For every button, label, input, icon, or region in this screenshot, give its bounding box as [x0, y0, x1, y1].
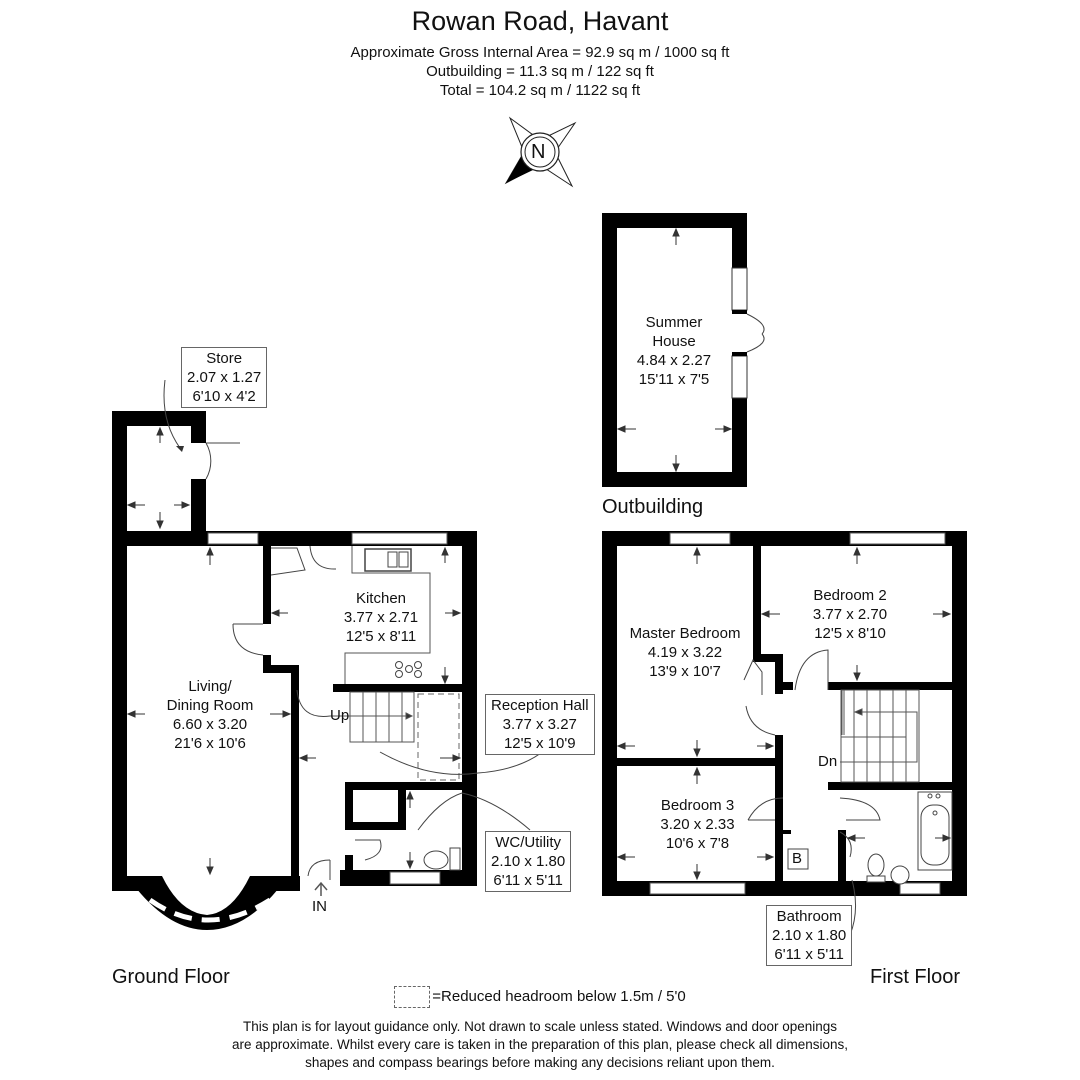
kitchen-worktop — [344, 546, 431, 684]
disclaimer-line: are approximate. Whilst every care is ta… — [231, 1037, 849, 1052]
outbuilding-walls — [602, 213, 765, 487]
disclaimer: This plan is for layout guidance only. N… — [0, 1018, 1080, 1072]
ground-floor-windows — [207, 532, 448, 885]
boiler-box — [787, 848, 809, 870]
bath-icon — [917, 791, 953, 871]
legend: =Reduced headroom below 1.5m / 5'0 — [0, 986, 1080, 1008]
plan-title: Rowan Road, Havant — [411, 6, 669, 36]
toilet-icon-first — [866, 853, 886, 883]
first-floor-label: First Floor — [870, 966, 960, 988]
front-door — [307, 859, 331, 877]
bay-window — [127, 876, 288, 930]
toilet-icon — [423, 850, 449, 870]
first-floor-stairs — [840, 689, 920, 783]
sink-icon — [364, 548, 412, 572]
reduced-headroom-area — [417, 693, 460, 781]
room-label-living-dining: Living/ Dining Room 6.60 x 3.20 21'6 x 1… — [166, 678, 254, 752]
boiler-label: B — [792, 850, 803, 867]
legend-text: =Reduced headroom below 1.5m / 5'0 — [432, 987, 686, 1005]
disclaimer-line: shapes and compass bearings before makin… — [305, 1055, 775, 1070]
outbuilding-dimension-arrows — [616, 227, 733, 473]
ground-dimension-arrows — [126, 426, 462, 876]
first-floor-doors — [743, 649, 881, 858]
room-label-master-bedroom: Master Bedroom 4.19 x 3.22 13'9 x 10'7 — [629, 625, 741, 680]
compass-icon — [504, 116, 577, 188]
stairs-down-label: Dn — [818, 753, 838, 770]
room-label-kitchen: Kitchen 3.77 x 2.71 12'5 x 8'11 — [343, 590, 419, 645]
basin-icon — [890, 865, 910, 885]
store-door — [205, 442, 212, 480]
outbuilding-label: Outbuilding — [602, 496, 704, 518]
room-label-reception-hall: Reception Hall 3.77 x 3.27 12'5 x 10'9 — [485, 694, 595, 755]
stairs-up-label: Up — [330, 707, 350, 724]
ground-floor-walls — [112, 411, 477, 891]
first-dimension-arrows — [616, 546, 952, 881]
reduced-headroom-swatch — [394, 986, 431, 1008]
total-area: Total = 104.2 sq m / 1122 sq ft — [439, 82, 641, 99]
ground-stairs — [330, 691, 415, 743]
entrance-label: IN — [312, 898, 327, 915]
compass-north-label: N — [531, 141, 546, 163]
disclaimer-line: This plan is for layout guidance only. N… — [242, 1019, 838, 1034]
hob-icon — [395, 661, 422, 678]
room-label-store: Store 2.07 x 1.27 6'10 x 4'2 — [181, 347, 268, 408]
first-floor-windows — [649, 532, 946, 895]
gross-internal-area: Approximate Gross Internal Area = 92.9 s… — [350, 44, 730, 61]
room-label-bathroom: Bathroom 2.10 x 1.80 6'11 x 5'11 — [766, 905, 853, 966]
entrance-arrow-icon — [314, 881, 328, 896]
room-label-bedroom-3: Bedroom 3 3.20 x 2.33 10'6 x 7'8 — [660, 797, 735, 852]
room-label-bedroom-2: Bedroom 2 3.77 x 2.70 12'5 x 8'10 — [812, 587, 888, 642]
ground-floor-label: Ground Floor — [112, 966, 230, 988]
room-label-summer-house: Summer House 4.84 x 2.27 15'11 x 7'5 — [636, 314, 712, 388]
outbuilding-area: Outbuilding = 11.3 sq m / 122 sq ft — [426, 63, 654, 80]
room-label-wc-utility: WC/Utility 2.10 x 1.80 6'11 x 5'11 — [485, 831, 572, 892]
